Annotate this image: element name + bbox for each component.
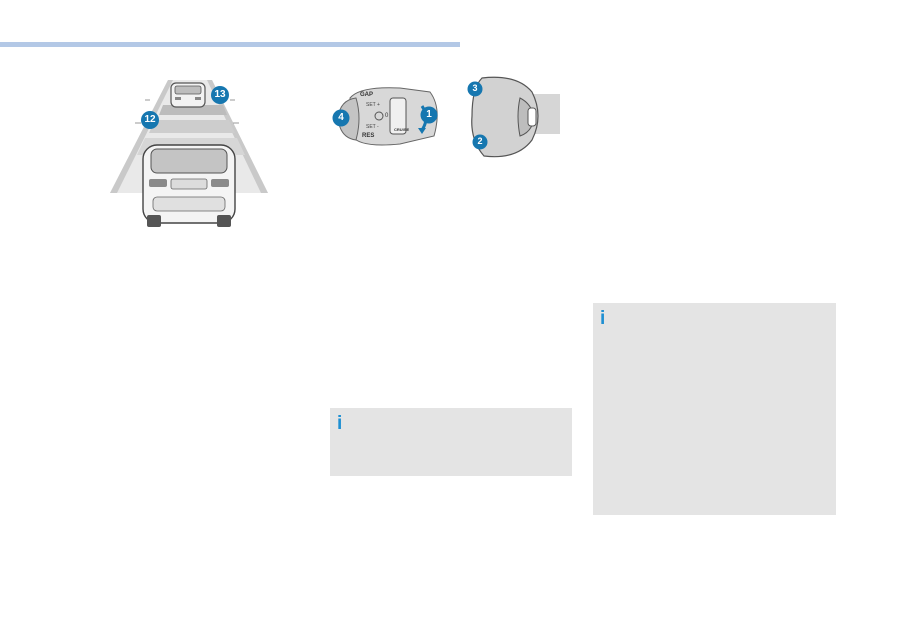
info-box: i [593, 303, 836, 515]
callout-13: 13 [214, 89, 226, 100]
gap-label: GAP [360, 92, 374, 98]
section-header-rule [0, 42, 460, 47]
stalk-end-illustration: 3 2 [462, 70, 562, 162]
callout-4: 4 [338, 112, 344, 123]
info-icon: i [337, 413, 343, 434]
cruise-stalk-illustration: GAP SET + SET - RES 0 CRUISE 4 1 [330, 78, 450, 156]
set-plus-label: SET + [366, 102, 380, 108]
callout-1: 1 [426, 109, 432, 120]
info-icon: i [600, 308, 606, 329]
on-label: 0 [385, 113, 389, 119]
road-traffic-illustration: 13 12 [105, 75, 275, 230]
info-box: i [330, 408, 572, 476]
cruise-label: CRUISE [394, 127, 410, 132]
callout-12: 12 [144, 114, 156, 125]
set-minus-label: SET - [366, 124, 379, 130]
res-label: RES [362, 133, 375, 139]
callout-2: 2 [477, 136, 483, 146]
callout-3: 3 [472, 83, 478, 93]
